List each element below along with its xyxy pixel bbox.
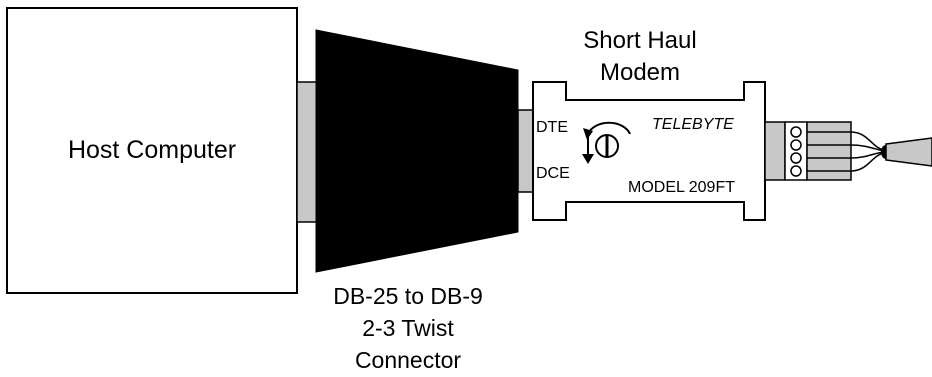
rotation-arrow-icon	[582, 121, 631, 164]
connector-label-line3: Connector	[355, 347, 461, 373]
wire-bundle	[850, 131, 885, 172]
model-label: MODEL 209FT	[628, 179, 735, 196]
modem-body	[532, 81, 766, 221]
cable	[885, 137, 932, 167]
switch-label-dte: DTE	[536, 119, 568, 136]
modem-title-line2: Modem	[600, 59, 680, 86]
connector-label-line1: DB-25 to DB-9	[333, 283, 483, 309]
modem-title-line1: Short Haul	[583, 27, 696, 54]
short-haul-modem: DTE DCE TELEBYTE MODEL 209FT	[532, 81, 766, 221]
host-computer-label: Host Computer	[68, 136, 236, 164]
switch-label-dce: DCE	[536, 165, 570, 182]
rotary-switch-icon	[595, 134, 619, 158]
host-computer: Host Computer	[6, 7, 298, 294]
connector-label-line2: 2-3 Twist	[362, 315, 454, 341]
screw-terminal-icon	[790, 126, 802, 177]
brand-label: TELEBYTE	[652, 116, 734, 133]
terminal-block	[764, 121, 852, 181]
twist-connector	[315, 29, 519, 273]
